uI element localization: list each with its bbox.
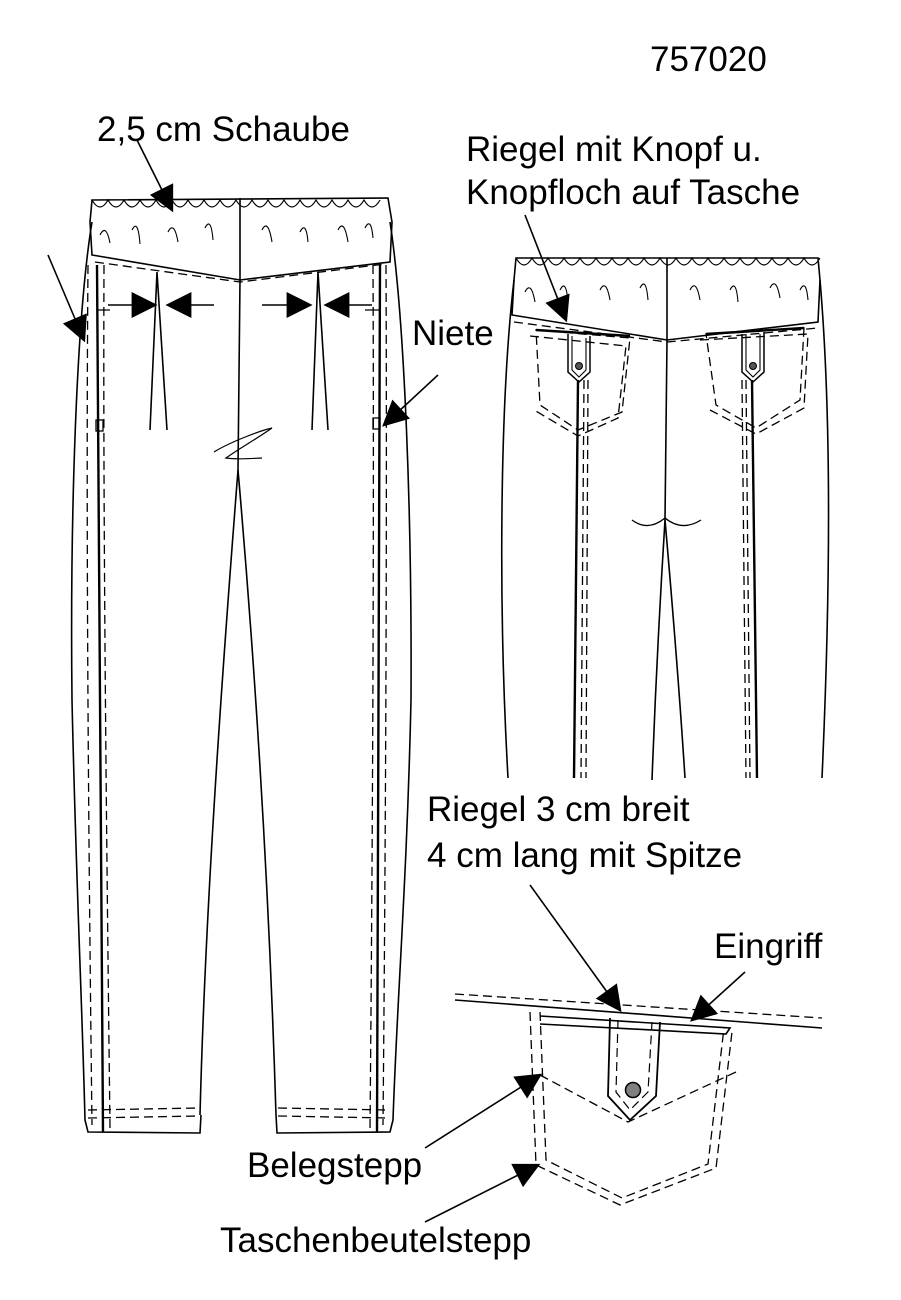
label-pocketbag-stitch: Taschenbeutelstepp	[220, 1221, 532, 1260]
back-right-inseam	[664, 519, 686, 779]
back-left-outseam	[500, 279, 515, 779]
label-pocket-opening: Eingriff	[714, 927, 823, 966]
front-right-inseam	[237, 469, 277, 1116]
back-left-side-stripe	[572, 379, 589, 779]
back-left-pocket	[529, 328, 631, 437]
arrow-facing-stitch	[424, 1073, 543, 1149]
label-tab-size-line2: 4 cm lang mit Spitze	[427, 836, 743, 875]
center-front-line	[237, 198, 241, 471]
fly-stitch	[213, 427, 273, 460]
arrow-side-stripe	[47, 254, 87, 343]
arrow-rivet	[382, 374, 439, 427]
detail-waist-stitch	[454, 993, 823, 1019]
front-right-dart	[311, 271, 329, 431]
model-number: 757020	[650, 40, 767, 79]
back-right-pocket	[699, 326, 809, 435]
front-waistband	[89, 197, 393, 283]
front-left-side-stripe	[86, 264, 111, 1133]
front-left-dart	[149, 271, 168, 431]
front-right-side-stripe	[369, 264, 388, 1133]
back-view	[500, 214, 830, 781]
front-right-hem-stitch	[277, 1107, 390, 1119]
front-left-hem-stitch	[87, 1107, 200, 1119]
arrow-waistband	[136, 139, 174, 213]
arrow-tab-on-pocket	[524, 214, 570, 323]
center-back-seam	[651, 258, 668, 781]
detail-button	[624, 1081, 642, 1099]
label-tab-size-line1: Riegel 3 cm breit	[427, 790, 690, 829]
front-view	[70, 197, 412, 1134]
detail-pocket-opening	[539, 1015, 732, 1035]
arrow-pocketbag-stitch	[424, 1163, 541, 1223]
label-rivet: Niete	[412, 314, 494, 353]
front-left-outseam	[70, 221, 202, 1134]
label-waistband: 2,5 cm Schaube	[97, 110, 350, 149]
detail-facing-stitch	[539, 1071, 737, 1123]
back-right-side-stripe	[741, 379, 759, 779]
arrow-pocket-opening	[690, 971, 746, 1022]
pocket-detail	[424, 884, 823, 1223]
back-right-outseam	[819, 279, 830, 779]
seat-curve	[631, 517, 702, 527]
label-tab-line2: Knopfloch auf Tasche	[466, 173, 801, 212]
front-left-inseam	[199, 469, 239, 1116]
front-right-outseam	[275, 221, 412, 1134]
label-tab-line1: Riegel mit Knopf u.	[466, 130, 762, 169]
detail-pocketbag-stitch	[529, 1011, 733, 1206]
label-facing-stitch: Belegstepp	[247, 1146, 423, 1185]
detail-tab	[607, 1017, 661, 1122]
front-annotations	[47, 139, 439, 427]
arrow-tab-size	[529, 884, 622, 1013]
detail-waist-edge	[454, 999, 823, 1029]
